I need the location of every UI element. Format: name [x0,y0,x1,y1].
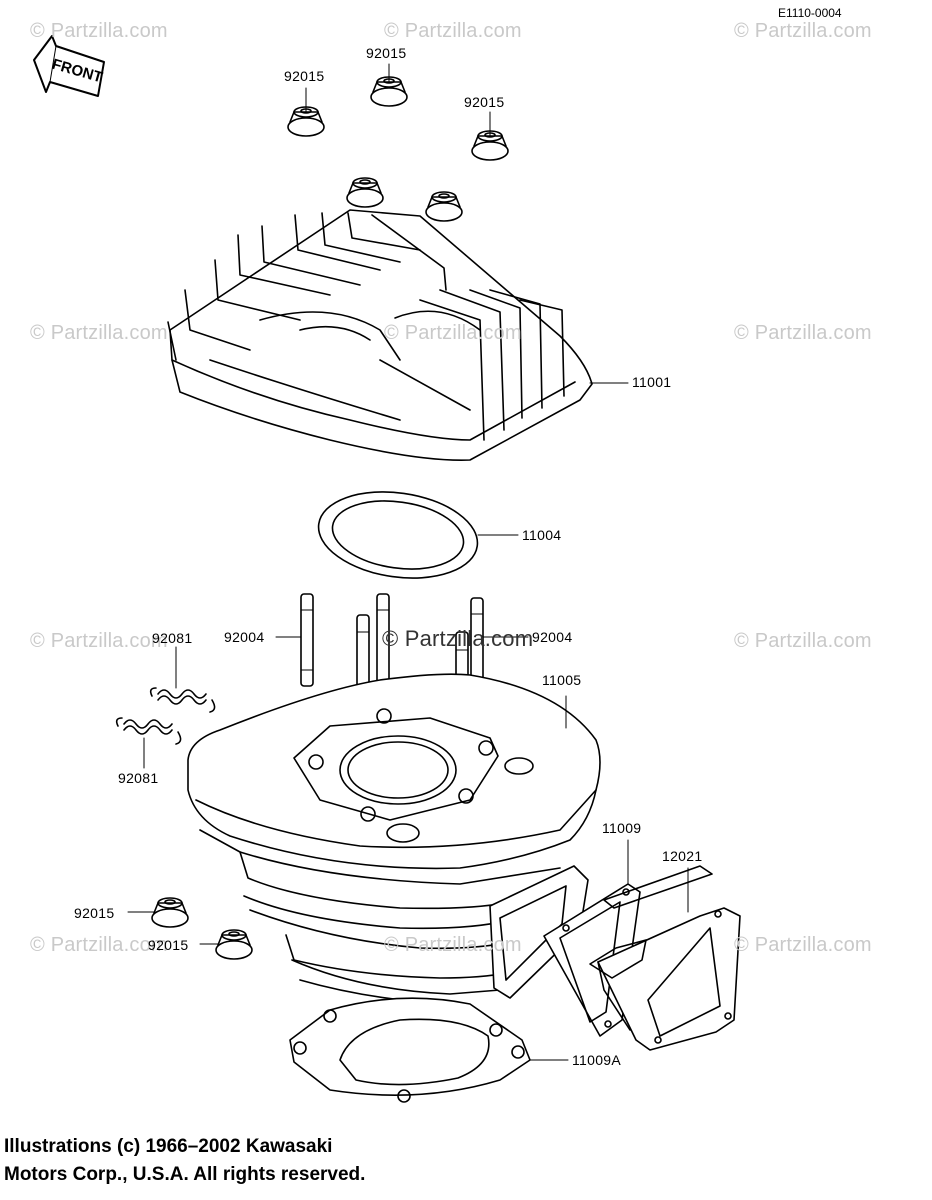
watermark: © Partzilla.com [384,322,522,344]
head-gasket-drawing [317,491,479,579]
part-label-reed-gasket[interactable]: 11009 [602,820,642,836]
part-label-nut-bottom-1[interactable]: 92015 [74,905,115,921]
watermark: © Partzilla.com [30,20,168,42]
flange-nut-icon [425,191,463,222]
flange-nut-icon [151,897,189,928]
part-label-nut-top-right[interactable]: 92015 [464,94,505,110]
part-label-cylinder[interactable]: 11005 [542,672,582,688]
watermark: © Partzilla.com [30,322,168,344]
watermark: © Partzilla.com [30,630,168,652]
part-label-stud-left[interactable]: 92004 [224,629,265,645]
watermark-center: © Partzilla.com [382,626,534,651]
part-label-nut-bottom-2[interactable]: 92015 [148,937,189,953]
part-label-nut-top-left[interactable]: 92015 [284,68,325,84]
watermark: © Partzilla.com [734,20,872,42]
watermark: © Partzilla.com [734,934,872,956]
front-arrow-icon: FRONT [33,35,105,97]
copyright-line-1: Illustrations (c) 1966–2002 Kawasaki [4,1136,333,1157]
part-label-reed-valve[interactable]: 12021 [662,848,703,864]
watermark: © Partzilla.com [30,934,168,956]
part-label-nut-top-center[interactable]: 92015 [366,45,407,61]
base-gasket-drawing [289,997,531,1103]
watermark: © Partzilla.com [384,20,522,42]
part-label-spring-bottom[interactable]: 92081 [118,770,159,786]
copyright-line-2: Motors Corp., U.S.A. All rights reserved… [4,1164,366,1185]
cylinder-head-drawing [167,209,593,461]
diagram-reference-code: E1110-0004 [778,6,842,20]
spring-drawing [115,687,216,745]
watermark: © Partzilla.com [734,322,872,344]
part-label-head-gasket[interactable]: 11004 [522,527,562,543]
flange-nut-icon [215,929,253,960]
flange-nut-icon [346,177,384,208]
watermark: © Partzilla.com [734,630,872,652]
watermark: © Partzilla.com [384,934,522,956]
part-label-cylinder-head[interactable]: 11001 [632,374,672,390]
part-label-base-gasket[interactable]: 11009A [572,1052,622,1068]
part-label-spring-top[interactable]: 92081 [152,630,193,646]
cylinder-drawing [187,673,601,1005]
reed-valve-drawing [589,865,741,1051]
part-label-stud-right[interactable]: 92004 [532,629,573,645]
